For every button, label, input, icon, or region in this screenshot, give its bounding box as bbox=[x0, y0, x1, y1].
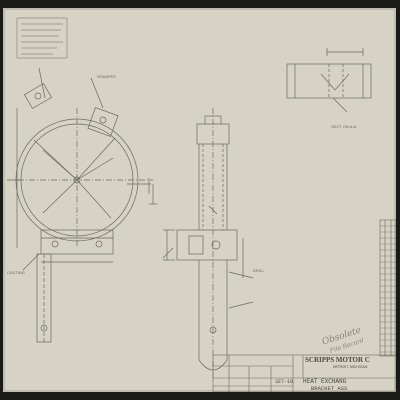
section-label: SECT ON A-A bbox=[331, 124, 357, 129]
company-name: SCRIPPS MOTOR C bbox=[305, 356, 370, 364]
company-location: DETROIT, MICHIGAN bbox=[333, 365, 368, 369]
drawing-sheet: SCRIPPS MOTOR C DETROIT, MICHIGAN 3Z7-10… bbox=[3, 8, 396, 392]
parts-list-rows bbox=[380, 225, 396, 353]
technical-drawing bbox=[3, 8, 396, 392]
upper-left-note-block bbox=[16, 17, 68, 59]
part-number: 3Z7-10 bbox=[275, 379, 294, 385]
callout-drill: DRILL bbox=[253, 268, 265, 273]
flange-view bbox=[7, 67, 174, 343]
sheet-border bbox=[3, 8, 396, 392]
title-block bbox=[212, 354, 396, 392]
drawing-title-line-1: HEAT EXCHANG bbox=[303, 378, 347, 385]
parts-list-table bbox=[379, 219, 396, 357]
callout-casting: CASTING bbox=[7, 270, 25, 275]
callout-stamped: STAMPED bbox=[97, 74, 117, 79]
side-elevation-view bbox=[163, 108, 254, 378]
section-cut-marker bbox=[149, 184, 157, 205]
section-detail-view bbox=[286, 48, 372, 113]
drawing-title-line-2: BRACKET ASS bbox=[311, 385, 348, 392]
